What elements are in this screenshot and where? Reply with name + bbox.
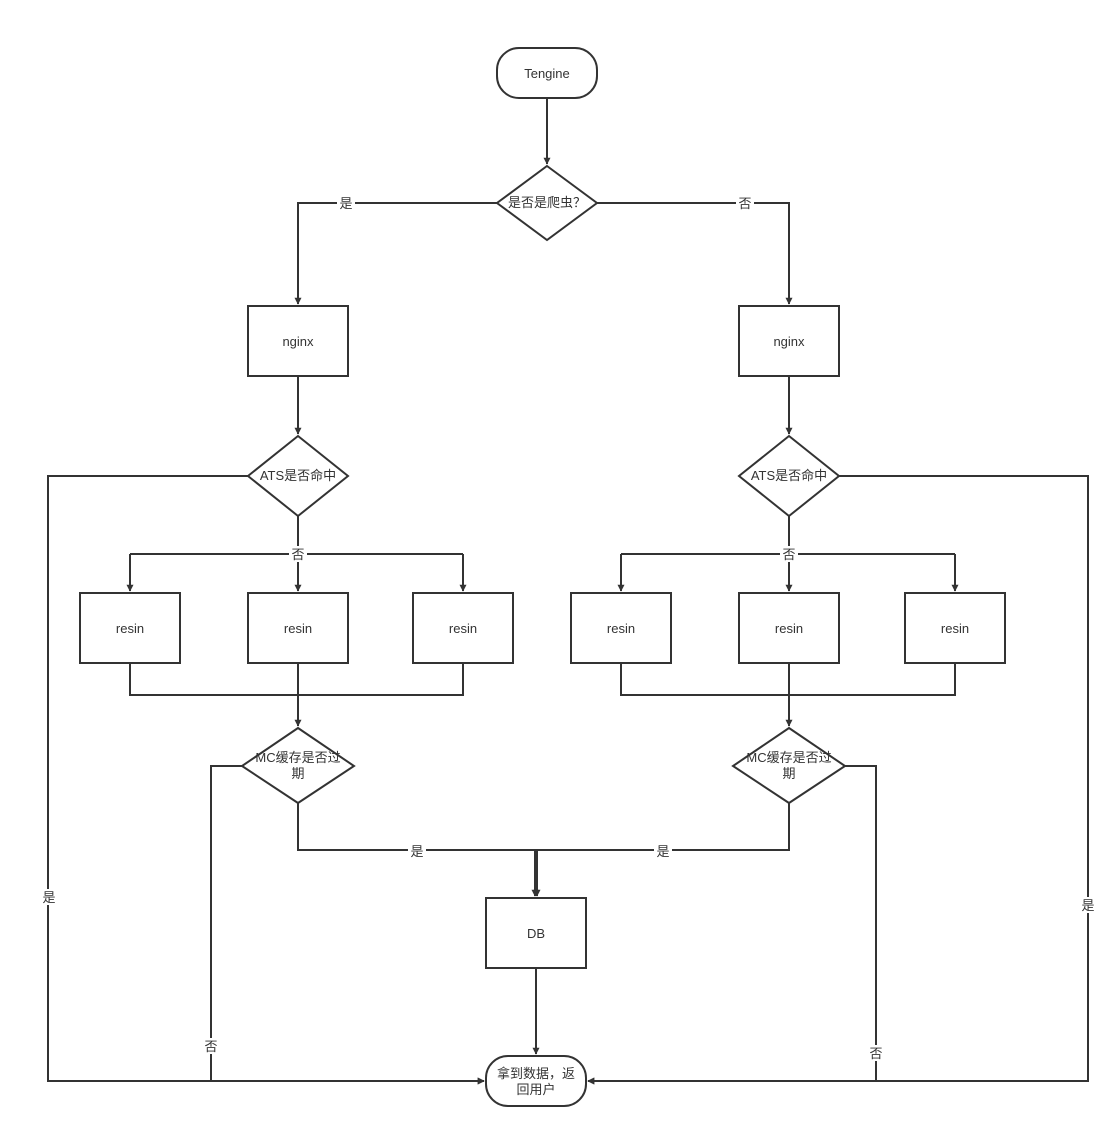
edge-label-ats-left-yes: 是 [42,890,55,905]
edge-label-mc-right-no: 否 [869,1046,882,1061]
node-mc-left-label-line1: MC缓存是否过 [255,750,340,765]
node-mc-left-decision: MC缓存是否过 期 [240,726,356,805]
node-resin-r1-label: resin [607,621,635,636]
node-db-label: DB [527,926,545,941]
edge-mc-left-no-to-result [210,765,485,1085]
node-is-crawler-decision: 是否是爬虫？ [495,164,599,242]
edges [47,98,1089,1085]
edge-label-mc-left-no: 否 [204,1039,217,1054]
node-nginx-left: nginx [247,305,349,377]
node-ats-left-label: ATS是否命中 [260,468,336,483]
node-is-crawler-label: 是否是爬虫？ [508,195,586,210]
node-resin-l1-label: resin [116,621,144,636]
node-resin-r3-label: resin [941,621,969,636]
nodes: Tengine 是否是爬虫？ nginx nginx ATS是否命中 ATS是否… [79,47,1006,1107]
node-nginx-right-label: nginx [773,334,805,349]
edge-crawler-yes-to-nginx-left [294,202,497,305]
node-result: 拿到数据，返 回用户 [485,1055,587,1107]
edge-label-ats-left-no: 否 [291,547,304,562]
node-tengine: Tengine [496,47,598,99]
node-tengine-label: Tengine [524,66,570,81]
edge-label-crawler-no: 否 [738,196,751,211]
node-result-label-line2: 回用户 [516,1082,555,1097]
edge-mc-right-no-to-result [587,765,877,1085]
node-resin-l1: resin [79,592,181,664]
node-db: DB [485,897,587,969]
node-resin-l3: resin [412,592,514,664]
node-resin-r3: resin [904,592,1006,664]
edge-resin-left-merge [129,663,464,696]
node-ats-right-label: ATS是否命中 [751,468,827,483]
node-resin-l2: resin [247,592,349,664]
node-nginx-left-label: nginx [282,334,314,349]
edge-label-mc-left-yes: 是 [410,844,423,859]
node-resin-l3-label: resin [449,621,477,636]
edge-labels: 是 否 否 否 是 是 是 是 否 否 [40,195,1097,1061]
edge-label-ats-right-yes: 是 [1081,898,1094,913]
edge-label-crawler-yes: 是 [339,196,352,211]
node-resin-r2: resin [738,592,840,664]
node-ats-right-decision: ATS是否命中 [737,434,841,518]
node-resin-r2-label: resin [775,621,803,636]
node-mc-right-label-line2: 期 [782,766,795,781]
edge-label-mc-right-yes: 是 [656,844,669,859]
edge-ats-right-yes-to-result [587,475,1089,1085]
edge-crawler-no-to-nginx-right [597,202,793,305]
node-result-label-line1: 拿到数据，返 [497,1066,575,1081]
node-nginx-right: nginx [738,305,840,377]
edge-label-ats-right-no: 否 [782,547,795,562]
node-ats-left-decision: ATS是否命中 [246,434,350,518]
node-mc-left-label-line2: 期 [291,766,304,781]
node-mc-right-decision: MC缓存是否过 期 [731,726,847,805]
node-mc-right-label-line1: MC缓存是否过 [746,750,831,765]
node-resin-r1: resin [570,592,672,664]
node-resin-l2-label: resin [284,621,312,636]
